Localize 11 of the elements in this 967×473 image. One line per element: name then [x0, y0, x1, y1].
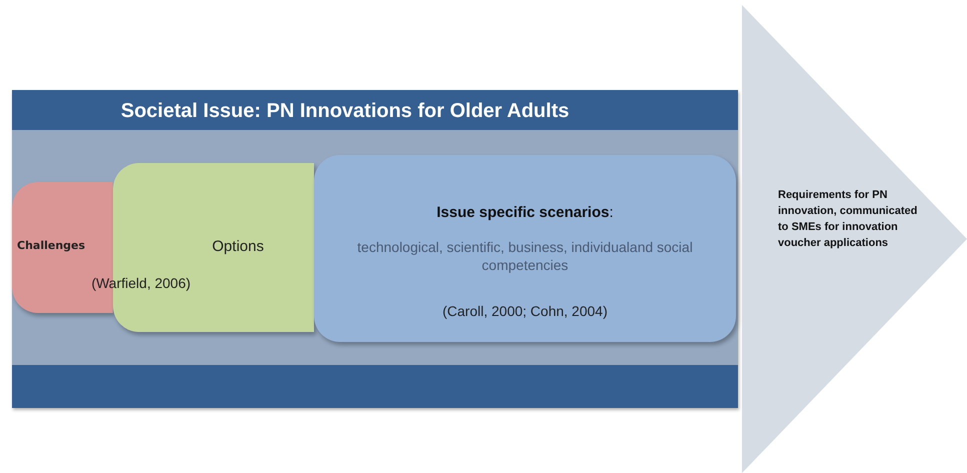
panel-title: Societal Issue: PN Innovations for Older Adults	[120, 99, 570, 124]
rounded-box	[314, 155, 736, 342]
issue-panel	[12, 90, 738, 408]
citation-text: (Caroll, 2000; Cohn, 2004)	[442, 302, 608, 320]
box-label: Options	[211, 237, 265, 256]
requirements-text: Requirements for PN innovation, communicated to SMEs for innovation voucher applications	[778, 188, 918, 251]
citation-text: (Warfield, 2006)	[90, 274, 192, 292]
box-description: technological, scientific, business, individualand social competencies	[356, 238, 694, 274]
box-heading: Issue specific scenarios:	[436, 203, 614, 222]
chevron-arrow-shape	[742, 5, 967, 473]
box-label: Challenges	[17, 239, 86, 254]
